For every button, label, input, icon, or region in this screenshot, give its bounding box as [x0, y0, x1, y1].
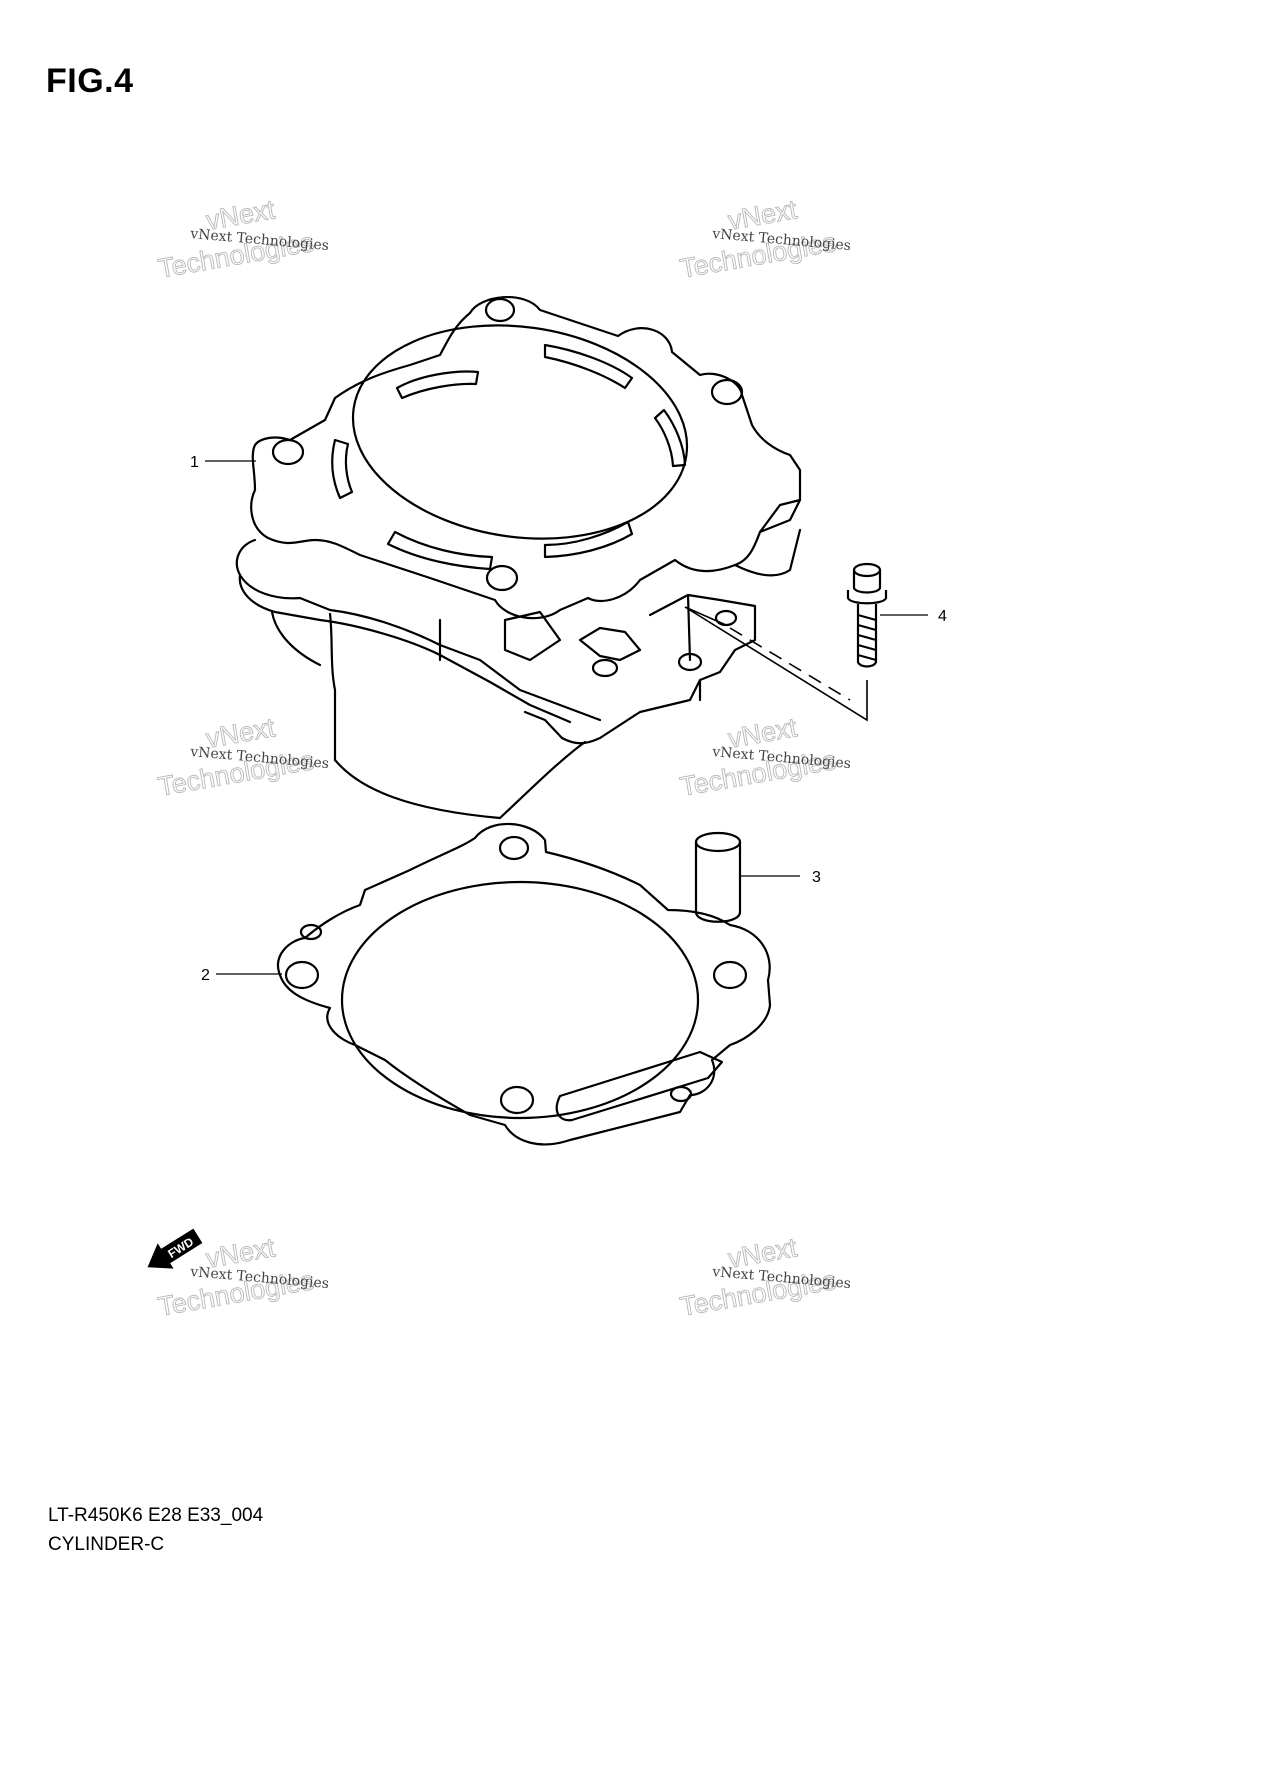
- watermark: vNext Technologies vNext Technologies: [155, 194, 329, 285]
- watermark: vNext Technologies vNext Technologies: [677, 712, 851, 803]
- svg-text:1: 1: [190, 454, 199, 471]
- bolt-part: [846, 562, 888, 668]
- watermark: vNext Technologies vNext Technologies: [155, 712, 329, 803]
- cylinder-part: [235, 296, 802, 820]
- dowel-pin-part: [694, 831, 742, 923]
- callout-4: 4: [880, 608, 947, 625]
- watermark: vNext Technologies vNext Technologies: [677, 1232, 851, 1323]
- cylinder-gasket-part: [277, 822, 772, 1146]
- callout-3: 3: [740, 869, 821, 886]
- diagram-code: LT-R450K6 E28 E33_004: [48, 1505, 264, 1526]
- svg-text:3: 3: [812, 869, 821, 886]
- assembly-guide-line: [684, 606, 868, 722]
- watermark: vNext Technologies vNext Technologies: [677, 194, 851, 285]
- callout-1: 1: [190, 454, 256, 471]
- svg-text:2: 2: [201, 967, 210, 984]
- figure-title: FIG.4: [46, 62, 134, 100]
- forward-arrow-icon: FWD: [147, 1228, 203, 1269]
- callout-2: 2: [201, 967, 282, 984]
- svg-text:4: 4: [938, 608, 947, 625]
- diagram-name: CYLINDER-C: [48, 1534, 165, 1555]
